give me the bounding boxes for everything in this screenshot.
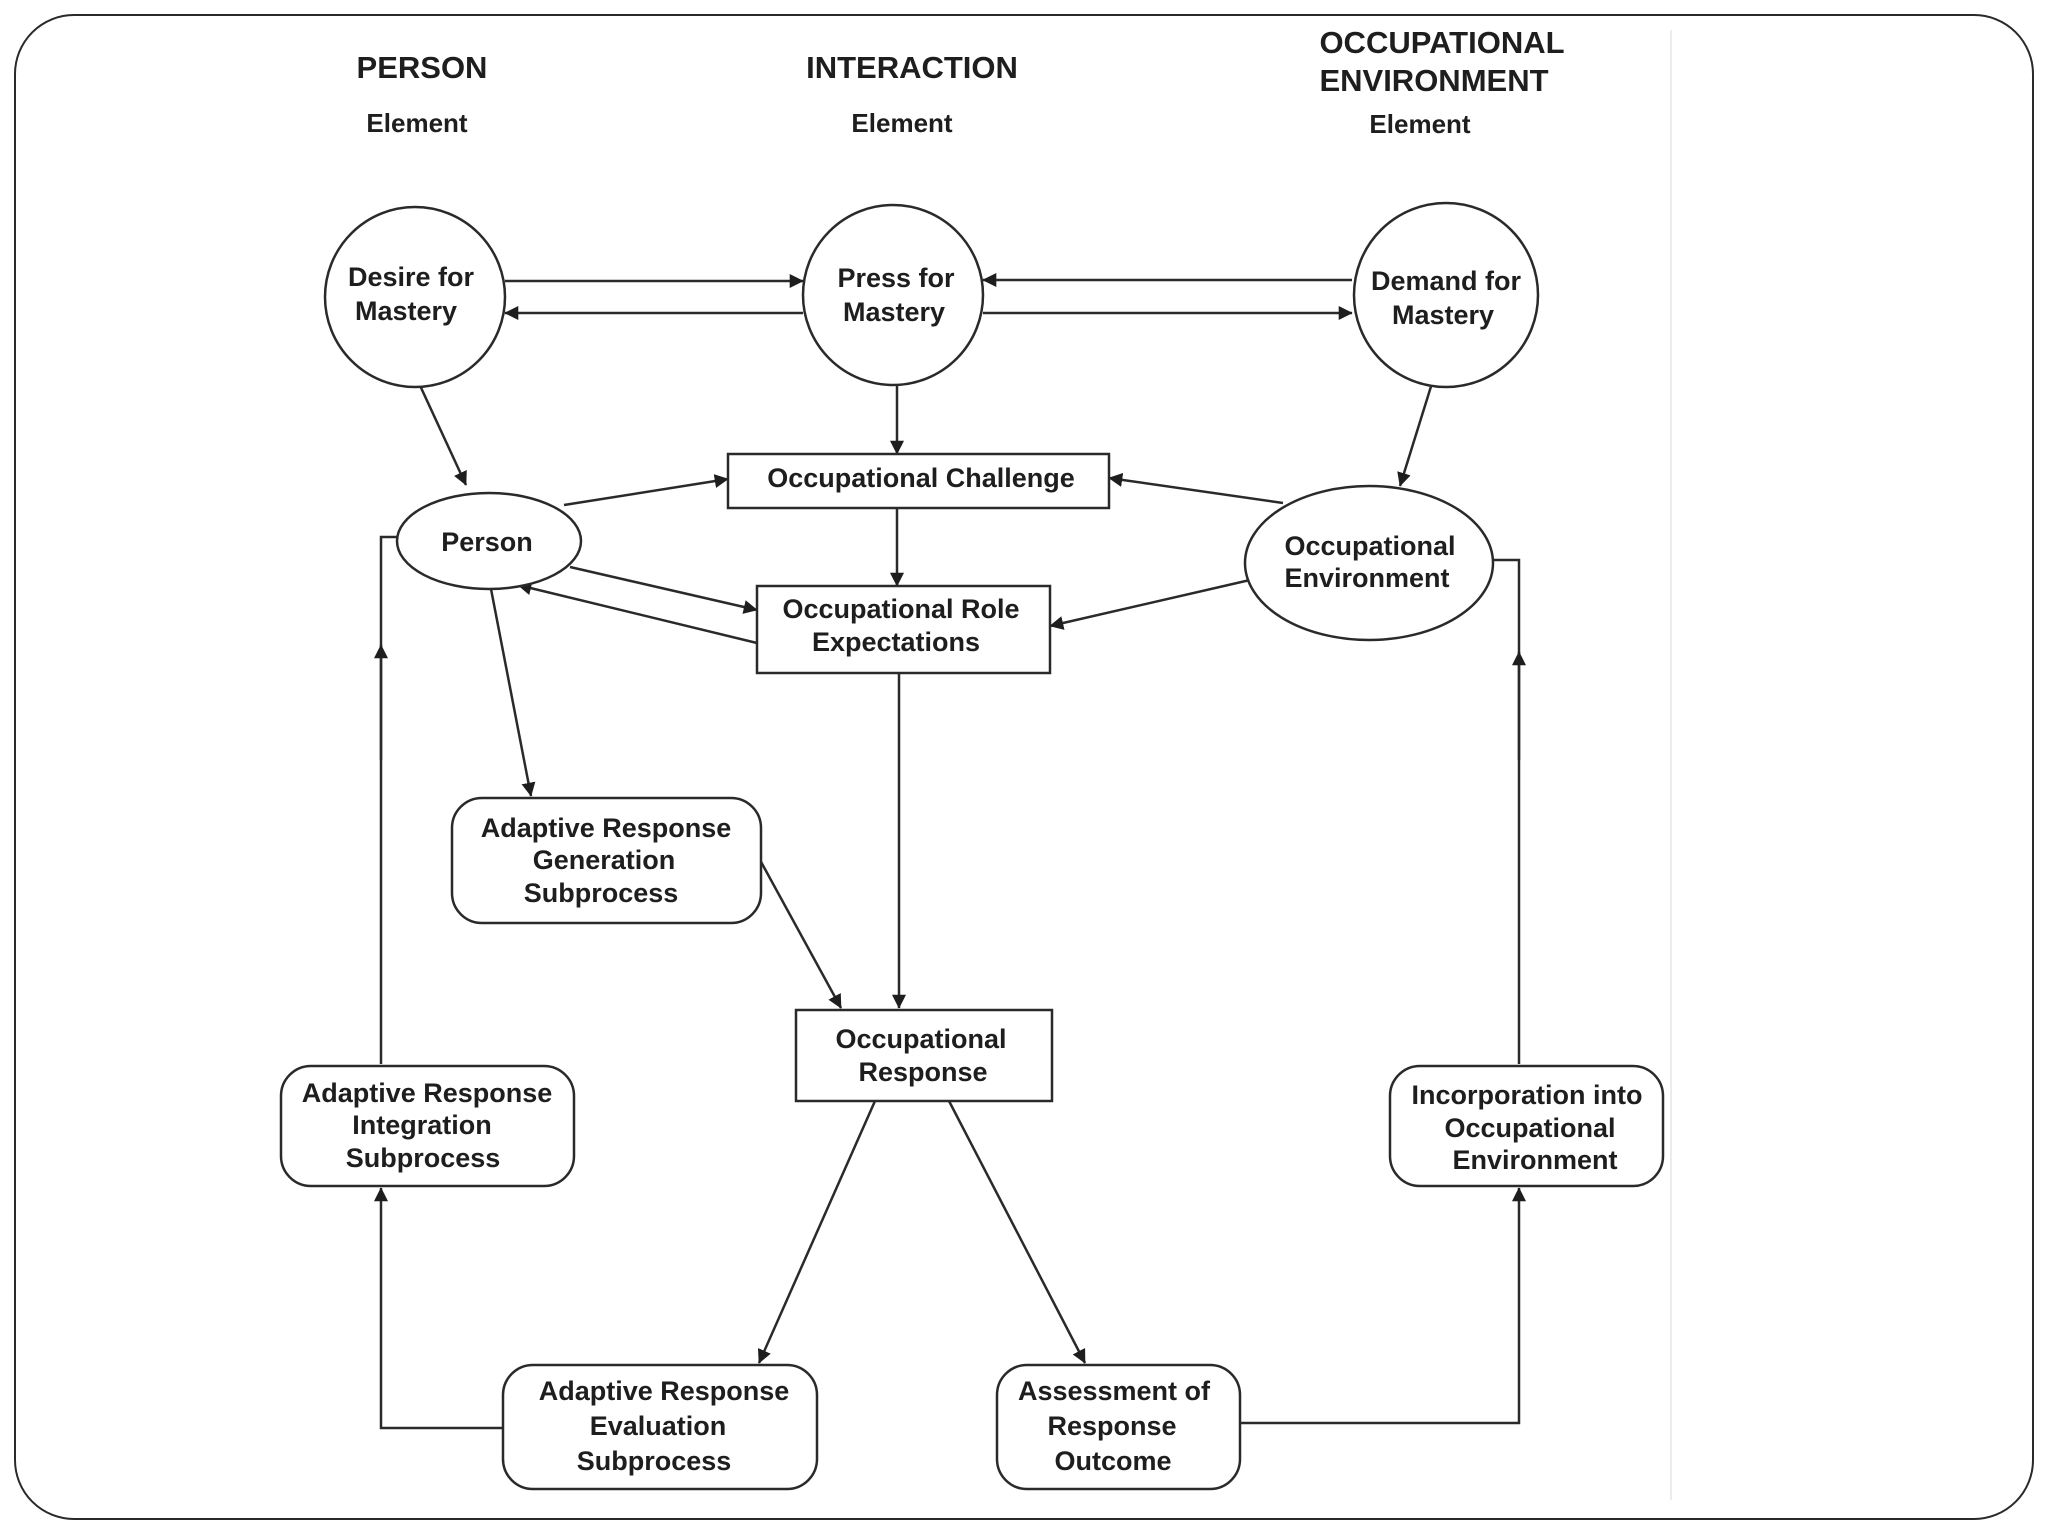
node-assessment-of-response-outcome-line3: Outcome (1054, 1446, 1171, 1476)
node-assessment-of-response-outcome: Assessment of Response Outcome (995, 1363, 1242, 1491)
header-person: PERSON Element (357, 50, 488, 138)
node-occupational-role-expectations-line1: Occupational Role (782, 594, 1019, 624)
edges (374, 273, 1526, 1430)
edge-person-to-generation (489, 588, 536, 797)
node-press-for-mastery-shape (801, 203, 985, 387)
edge-response-to-evaluation (757, 1100, 877, 1364)
header-interaction-subtitle: Element (851, 108, 952, 138)
node-adaptive-response-generation-line2: Generation (533, 845, 676, 875)
node-incorporation-into-environment-line2: Occupational (1444, 1113, 1615, 1143)
node-occupational-environment-line1: Occupational (1284, 531, 1455, 561)
node-demand-for-mastery-line1: Demand for (1371, 266, 1522, 296)
node-occupational-challenge-shape (726, 452, 1111, 510)
node-occupational-role-expectations: Occupational Role Expectations (755, 584, 1052, 675)
right-edge-divider (1670, 30, 1672, 1500)
node-desire-for-mastery-line1: Desire for (348, 262, 475, 292)
node-adaptive-response-generation-shape (450, 796, 763, 925)
node-occupational-response: Occupational Response (794, 1008, 1054, 1103)
edge-evaluation-to-integration (374, 1187, 503, 1430)
edge-assessment-to-incorporation (1240, 1187, 1526, 1425)
node-demand-for-mastery-shape (1352, 201, 1540, 389)
header-environment-title-line2: ENVIRONMENT (1319, 63, 1548, 98)
edge-environment-to-role (1049, 578, 1251, 630)
node-occupational-challenge: Occupational Challenge (726, 452, 1111, 510)
node-desire-for-mastery: Desire for Mastery (323, 205, 507, 389)
node-person-shape (395, 491, 583, 591)
node-press-for-mastery-line1: Press for (837, 263, 955, 293)
node-adaptive-response-evaluation-line3: Subprocess (577, 1446, 732, 1476)
header-environment-subtitle: Element (1369, 109, 1470, 139)
node-assessment-of-response-outcome-shape (995, 1363, 1242, 1491)
node-incorporation-into-environment-line3: Environment (1452, 1145, 1617, 1175)
node-occupational-response-shape (794, 1008, 1054, 1103)
node-adaptive-response-integration-line2: Integration (352, 1110, 492, 1140)
edge-person-to-role (569, 565, 758, 614)
node-incorporation-into-environment-line1: Incorporation into (1412, 1080, 1643, 1110)
node-assessment-of-response-outcome-line1: Assessment of (1018, 1376, 1211, 1406)
node-occupational-environment-line2: Environment (1284, 563, 1449, 593)
node-adaptive-response-integration-line1: Adaptive Response (302, 1078, 553, 1108)
header-environment-title-line1: OCCUPATIONAL (1319, 25, 1564, 60)
node-occupational-role-expectations-shape (755, 584, 1052, 675)
edge-environment-to-challenge (1108, 472, 1284, 505)
node-demand-for-mastery: Demand for Mastery (1352, 201, 1540, 389)
node-occupational-challenge-line1: Occupational Challenge (767, 463, 1075, 493)
node-occupational-environment-shape (1243, 484, 1495, 642)
node-adaptive-response-integration: Adaptive Response Integration Subprocess (279, 1064, 576, 1188)
edge-desire-to-person (415, 378, 468, 486)
node-adaptive-response-evaluation-line2: Evaluation (590, 1411, 727, 1441)
edge-generation-to-response (758, 859, 843, 1009)
edge-demand-to-environment (1397, 379, 1435, 487)
header-interaction: INTERACTION Element (806, 50, 1018, 138)
node-assessment-of-response-outcome-line2: Response (1047, 1411, 1176, 1441)
header-environment: OCCUPATIONAL ENVIRONMENT Element (1319, 25, 1564, 139)
edge-person-to-challenge (563, 474, 729, 507)
node-adaptive-response-evaluation: Adaptive Response Evaluation Subprocess (501, 1363, 819, 1491)
header-interaction-title: INTERACTION (806, 50, 1018, 85)
node-occupational-environment: Occupational Environment (1243, 484, 1495, 642)
node-adaptive-response-integration-line3: Subprocess (346, 1143, 501, 1173)
node-adaptive-response-integration-shape (279, 1064, 576, 1188)
node-adaptive-response-generation-line3: Subprocess (524, 878, 679, 908)
node-adaptive-response-generation: Adaptive Response Generation Subprocess (450, 796, 763, 925)
header-person-title: PERSON (357, 50, 488, 85)
node-adaptive-response-generation-line1: Adaptive Response (481, 813, 732, 843)
header-person-subtitle: Element (366, 108, 467, 138)
node-person: Person (395, 491, 583, 591)
node-desire-for-mastery-line2: Mastery (355, 296, 457, 326)
node-person-line1: Person (441, 527, 533, 557)
edge-response-to-assessment (947, 1100, 1087, 1364)
node-desire-for-mastery-shape (323, 205, 507, 389)
node-occupational-response-line2: Response (858, 1057, 987, 1087)
node-occupational-response-line1: Occupational (835, 1024, 1006, 1054)
node-occupational-role-expectations-line2: Expectations (812, 627, 980, 657)
node-incorporation-into-environment: Incorporation into Occupational Environm… (1388, 1064, 1665, 1188)
node-press-for-mastery-line2: Mastery (843, 297, 945, 327)
node-press-for-mastery: Press for Mastery (801, 203, 985, 387)
edge-integration-to-person-line (379, 535, 397, 1064)
edge-role-to-person (517, 581, 758, 645)
node-adaptive-response-evaluation-shape (501, 1363, 819, 1491)
node-demand-for-mastery-line2: Mastery (1392, 300, 1494, 330)
nodes: Desire for Mastery Press for Mastery Dem… (279, 201, 1665, 1491)
edge-incorporation-to-environment-line (1490, 558, 1521, 1064)
node-adaptive-response-evaluation-line1: Adaptive Response (539, 1376, 790, 1406)
node-incorporation-into-environment-shape (1388, 1064, 1665, 1188)
